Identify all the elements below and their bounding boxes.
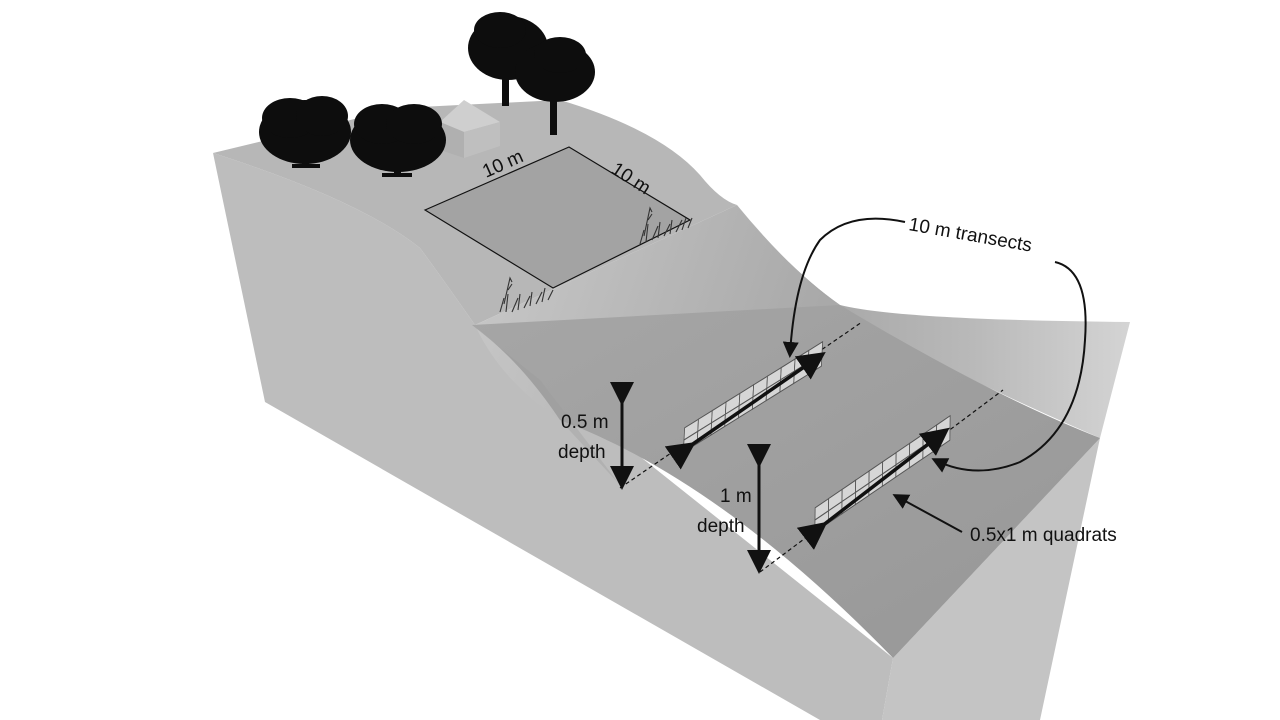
- tree-silhouette-icon: [259, 12, 595, 177]
- transects-callout: [782, 217, 1087, 473]
- callout-curve-right: [931, 261, 1087, 473]
- transect-arrows: [664, 352, 950, 550]
- deep-depth-word: depth: [697, 516, 745, 537]
- deep-transect-arrow: [796, 427, 950, 550]
- shallow-transect-arrow: [664, 352, 826, 470]
- terrain-block: [213, 100, 1130, 720]
- depth-arrows: [610, 382, 771, 574]
- callout-curve-left: [782, 217, 906, 358]
- block-front-face: [882, 438, 1100, 720]
- deep-depth-value: 1 m: [720, 486, 752, 507]
- transects-label: 10 m transects: [907, 214, 1033, 256]
- shallow-depth-word: depth: [558, 442, 606, 463]
- plot-outline: [423, 146, 692, 289]
- plot-square: 10 m 10 m: [423, 146, 692, 289]
- tree-1: [259, 96, 351, 168]
- far-bank: [737, 205, 1130, 438]
- grass-tuft-icon: [499, 206, 693, 313]
- tree-2: [350, 104, 446, 177]
- quadrats-label: 0.5x1 m quadrats: [970, 525, 1117, 546]
- house-icon: [440, 100, 500, 158]
- block-left-face: [213, 153, 893, 720]
- tree-4: [515, 37, 595, 135]
- shallow-depth-value: 0.5 m: [561, 412, 609, 433]
- quadrats-callout-line: [892, 494, 963, 533]
